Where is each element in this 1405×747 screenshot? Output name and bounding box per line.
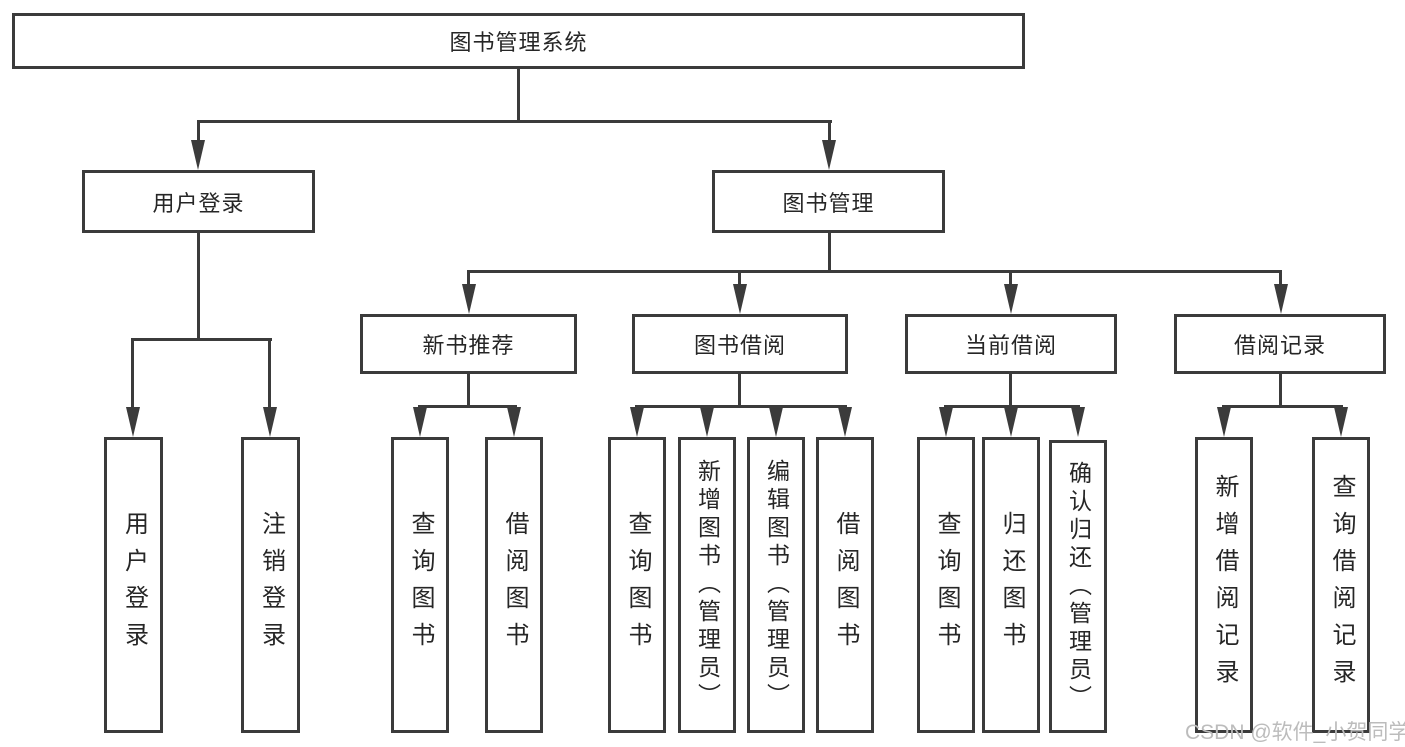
leaf-logout: 注销登录 bbox=[241, 437, 300, 733]
node-label: 图书管理 bbox=[782, 190, 875, 216]
arrow-down-icon bbox=[1217, 407, 1231, 437]
node-label: 查询借阅记录 bbox=[1328, 474, 1355, 696]
node-current-borrowing: 当前借阅 bbox=[905, 314, 1117, 374]
node-label: 当前借阅 bbox=[964, 333, 1057, 358]
connector-line bbox=[268, 338, 271, 410]
connector-line bbox=[1009, 374, 1012, 407]
node-borrowing-records: 借阅记录 bbox=[1174, 314, 1386, 374]
arrow-down-icon bbox=[462, 284, 476, 314]
connector-line bbox=[418, 405, 517, 408]
node-label: 查询图书 bbox=[624, 511, 651, 659]
node-user-login: 用户登录 bbox=[82, 170, 315, 233]
connector-line bbox=[131, 338, 272, 341]
connector-line bbox=[1279, 270, 1282, 290]
connector-line bbox=[467, 374, 470, 407]
arrow-down-icon bbox=[263, 407, 277, 437]
connector-line bbox=[1222, 405, 1343, 408]
arrow-down-icon bbox=[126, 407, 140, 437]
connector-line bbox=[635, 405, 847, 408]
node-label: 借阅记录 bbox=[1233, 333, 1326, 358]
csdn-watermark: CSDN @软件_小贺同学 bbox=[1185, 721, 1405, 744]
arrow-down-icon bbox=[1071, 407, 1085, 437]
node-label: 用户登录 bbox=[152, 190, 245, 216]
arrow-down-icon bbox=[733, 284, 747, 314]
connector-line bbox=[467, 270, 470, 290]
connector-line bbox=[197, 233, 200, 341]
arrow-down-icon bbox=[939, 407, 953, 437]
connector-line bbox=[738, 270, 741, 290]
arrow-down-icon bbox=[507, 407, 521, 437]
connector-line bbox=[468, 270, 1282, 273]
arrow-down-icon bbox=[700, 407, 714, 437]
arrow-down-icon bbox=[413, 407, 427, 437]
node-label: 查询图书 bbox=[407, 511, 434, 659]
arrow-down-icon bbox=[838, 407, 852, 437]
arrow-down-icon bbox=[1274, 284, 1288, 314]
arrow-down-icon bbox=[769, 407, 783, 437]
arrow-down-icon bbox=[630, 407, 644, 437]
node-label: 注销登录 bbox=[257, 511, 285, 659]
node-label: 确认归还（管理员） bbox=[1065, 460, 1092, 713]
connector-line bbox=[131, 338, 134, 410]
connector-line bbox=[944, 405, 1080, 408]
leaf-records-add-record: 新增借阅记录 bbox=[1195, 437, 1253, 733]
leaf-user-login: 用户登录 bbox=[104, 437, 163, 733]
connector-line bbox=[738, 374, 741, 407]
connector-line bbox=[828, 120, 831, 144]
node-label: 新增借阅记录 bbox=[1211, 474, 1238, 696]
node-label: 图书借阅 bbox=[693, 333, 786, 358]
leaf-borrow-edit-book-admin: 编辑图书（管理员） bbox=[747, 437, 805, 733]
arrow-down-icon bbox=[822, 140, 836, 170]
leaf-current-return-book: 归还图书 bbox=[982, 437, 1040, 733]
arrow-down-icon bbox=[191, 140, 205, 170]
node-label: 借阅图书 bbox=[501, 511, 528, 659]
arrow-down-icon bbox=[1004, 407, 1018, 437]
node-label: 新书推荐 bbox=[422, 333, 515, 358]
node-new-book-recommendation: 新书推荐 bbox=[360, 314, 577, 374]
leaf-borrow-add-book-admin: 新增图书（管理员） bbox=[678, 437, 736, 733]
leaf-current-query-book: 查询图书 bbox=[917, 437, 975, 733]
arrow-down-icon bbox=[1004, 284, 1018, 314]
connector-line bbox=[517, 69, 520, 122]
connector-line bbox=[1009, 270, 1012, 290]
leaf-recommend-borrow-book: 借阅图书 bbox=[485, 437, 543, 733]
leaf-current-confirm-return-admin: 确认归还（管理员） bbox=[1049, 440, 1107, 733]
node-label: 借阅图书 bbox=[832, 511, 859, 659]
node-label: 用户登录 bbox=[120, 511, 148, 659]
node-label: 查询图书 bbox=[933, 511, 960, 659]
leaf-borrow-borrow-book: 借阅图书 bbox=[816, 437, 874, 733]
node-book-borrowing: 图书借阅 bbox=[632, 314, 848, 374]
node-label: 归还图书 bbox=[998, 511, 1025, 659]
node-label: 新增图书（管理员） bbox=[694, 459, 721, 711]
node-label: 编辑图书（管理员） bbox=[763, 459, 790, 711]
connector-line bbox=[828, 233, 831, 272]
connector-line bbox=[1279, 374, 1282, 407]
node-book-management: 图书管理 bbox=[712, 170, 945, 233]
connector-line bbox=[197, 120, 832, 123]
arrow-down-icon bbox=[1334, 407, 1348, 437]
node-label: 图书管理系统 bbox=[449, 30, 588, 55]
leaf-recommend-query-book: 查询图书 bbox=[391, 437, 449, 733]
node-library-management-system: 图书管理系统 bbox=[12, 13, 1025, 69]
connector-line bbox=[197, 120, 200, 144]
leaf-records-query-record: 查询借阅记录 bbox=[1312, 437, 1370, 733]
leaf-borrow-query-book: 查询图书 bbox=[608, 437, 666, 733]
